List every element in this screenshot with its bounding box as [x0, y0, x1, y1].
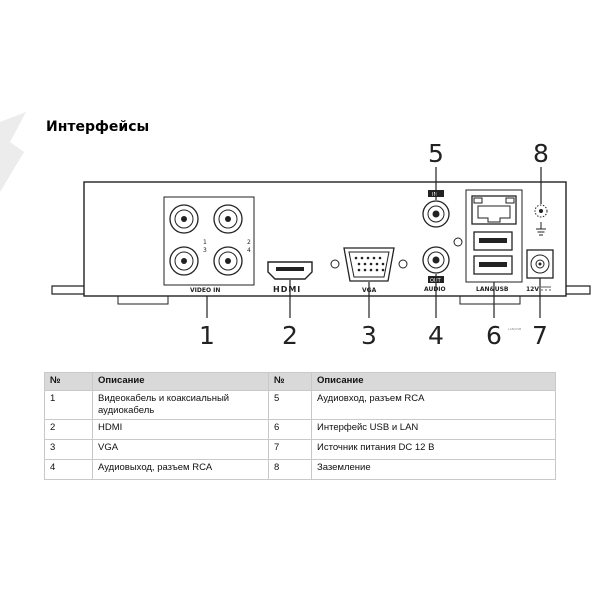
- cell-description: HDMI: [92, 419, 269, 440]
- callout-number-2: 2: [282, 321, 298, 350]
- cell-number: 7: [268, 439, 312, 460]
- cell-description: VGA: [92, 439, 269, 460]
- cell-number: 6: [268, 419, 312, 440]
- header-description: Описание: [92, 372, 269, 391]
- cell-number: 1: [44, 390, 93, 420]
- right-foot: [459, 296, 521, 305]
- rca-audio-out-jack: [422, 246, 450, 274]
- channel-label-4: 4: [247, 247, 251, 254]
- ground-icon: [534, 204, 548, 236]
- cell-description: Источник питания DC 12 В: [311, 439, 556, 460]
- video-in-label: VIDEO IN: [190, 287, 220, 294]
- section-title: Интерфейсы: [46, 119, 150, 135]
- power-label: 12V: [526, 286, 539, 293]
- cell-number: 3: [44, 439, 93, 460]
- dc-symbol: [541, 286, 551, 291]
- cell-number: 2: [44, 419, 93, 440]
- corner-decoration: [0, 112, 26, 192]
- callout-number-6: 6: [486, 321, 502, 350]
- table-row: 4 Аудиовыход, разъем RCA 8 Заземление: [44, 459, 556, 480]
- table-row: 2 HDMI 6 Интерфейс USB и LAN: [44, 419, 556, 440]
- table-header-row: № Описание № Описание: [44, 372, 556, 391]
- cell-number: 4: [44, 459, 93, 480]
- channel-label-3: 3: [203, 247, 207, 254]
- cell-number: 8: [268, 459, 312, 480]
- usb-port: [473, 231, 513, 251]
- right-mounting-ear: [566, 285, 591, 295]
- hdmi-label: HDMI: [273, 285, 301, 294]
- cell-description: Аудиовход, разъем RCA: [311, 390, 556, 420]
- audio-in-label: IN: [432, 192, 437, 198]
- cell-description: Аудиовыход, разъем RCA: [92, 459, 269, 480]
- callout-number-7: 7: [532, 321, 548, 350]
- indicator-hole: [453, 237, 463, 247]
- bnc-connector: [169, 246, 199, 276]
- header-description: Описание: [311, 372, 556, 391]
- usb-port: [473, 255, 513, 275]
- left-mounting-ear: [51, 285, 84, 295]
- callout-number-3: 3: [361, 321, 377, 350]
- channel-label-1: 1: [203, 239, 207, 246]
- lan-usb-label: LAN&USB: [476, 286, 509, 293]
- cell-description: Видеокабель и коаксиальный аудиокабель: [92, 390, 269, 420]
- callout-6-note: LAN/USB: [508, 327, 521, 331]
- cell-description: Интерфейс USB и LAN: [311, 419, 556, 440]
- header-number: №: [44, 372, 93, 391]
- vga-port: [330, 247, 408, 282]
- table-row: 3 VGA 7 Источник питания DC 12 В: [44, 439, 556, 460]
- callout-number-8: 8: [533, 139, 549, 168]
- table-row: 1 Видеокабель и коаксиальный аудиокабель…: [44, 390, 556, 420]
- audio-label: AUDIO: [424, 286, 446, 293]
- channel-label-2: 2: [247, 239, 251, 246]
- hdmi-port: [267, 261, 313, 280]
- device-rear-panel-diagram: 1 2 3 4 VIDEO IN HDMI VGA IN OUT AUDIO: [51, 139, 591, 350]
- header-number: №: [268, 372, 312, 391]
- cell-description: Заземление: [311, 459, 556, 480]
- callout-number-4: 4: [428, 321, 444, 350]
- cell-number: 5: [268, 390, 312, 420]
- callout-number-1: 1: [199, 321, 215, 350]
- lan-port: [471, 195, 517, 225]
- left-foot: [117, 296, 169, 305]
- bnc-connector: [169, 204, 199, 234]
- bnc-connector: [213, 204, 243, 234]
- rca-audio-in-jack: [422, 200, 450, 228]
- interfaces-table: № Описание № Описание 1 Видеокабель и ко…: [44, 372, 556, 480]
- bnc-connector: [213, 246, 243, 276]
- callout-number-5: 5: [428, 139, 444, 168]
- video-in-block: [163, 196, 255, 286]
